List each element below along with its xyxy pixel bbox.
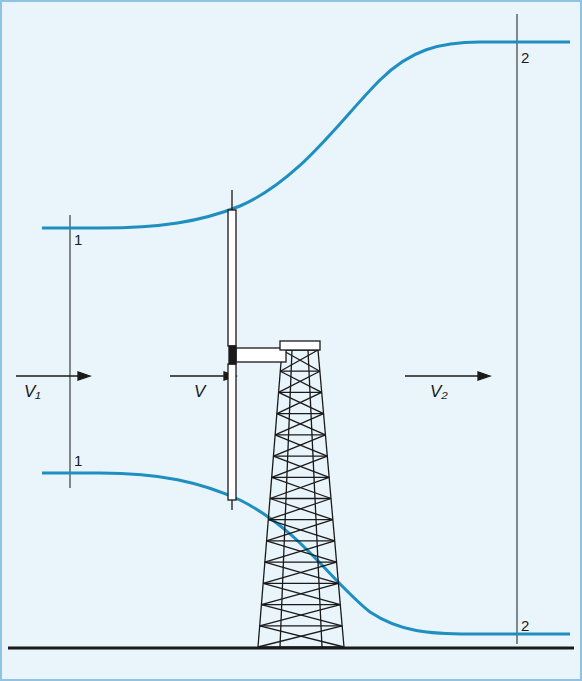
velocity-label: V: [194, 382, 205, 401]
tower-member: [272, 456, 328, 477]
section-number-box: 2: [521, 49, 529, 66]
velocity-label-box: V₂: [430, 382, 448, 402]
section-number: 2: [521, 49, 529, 66]
tower-member: [261, 583, 338, 604]
tower-member: [267, 520, 333, 541]
tower-member: [265, 541, 335, 562]
tower-member: [263, 562, 336, 583]
tower-member: [279, 392, 322, 393]
tower-member: [265, 561, 337, 562]
velocity-label: V₂: [430, 382, 448, 401]
section-number: 1: [74, 231, 82, 248]
tower-member: [275, 435, 327, 456]
tower-member: [258, 646, 344, 647]
tower-member: [279, 392, 324, 413]
section-number-box: 2: [521, 617, 529, 634]
tower-member: [258, 626, 342, 647]
tower-member: [273, 455, 327, 456]
streamline: [42, 473, 570, 634]
section-number-box: 1: [74, 452, 82, 469]
tower-member: [280, 371, 321, 392]
velocity-label-box: V: [194, 382, 205, 402]
tower-member: [279, 371, 320, 392]
lattice-tower: [258, 350, 344, 647]
velocity-label: V₁: [24, 382, 41, 401]
section-number-box: 1: [74, 231, 82, 248]
tower-member: [275, 414, 323, 435]
streamline: [42, 42, 570, 228]
tower-member: [270, 498, 331, 499]
tower-member: [280, 371, 320, 372]
tower-member: [267, 540, 335, 541]
nacelle: [236, 348, 286, 362]
tower-member: [282, 350, 320, 371]
tower-member: [277, 392, 322, 413]
tower-member: [263, 583, 338, 584]
tower-member: [261, 604, 340, 605]
tower-top: [280, 341, 320, 350]
tower-member: [270, 477, 329, 498]
section-number: 2: [521, 617, 529, 634]
section-number: 1: [74, 452, 82, 469]
section-line: [70, 215, 71, 488]
tower-member: [277, 413, 324, 414]
tower-member: [272, 477, 329, 478]
tower-member: [277, 414, 326, 435]
tower-member: [268, 499, 331, 520]
tower-member: [273, 435, 325, 456]
tower-member: [260, 625, 342, 626]
tower-member: [268, 519, 333, 520]
tower-member: [275, 434, 325, 435]
section-line: [517, 14, 518, 644]
ground-line: [8, 647, 574, 650]
velocity-arrows: [16, 372, 490, 380]
tower-member: [260, 605, 341, 626]
rotor: [228, 190, 236, 510]
velocity-label-box: V₁: [24, 382, 41, 402]
